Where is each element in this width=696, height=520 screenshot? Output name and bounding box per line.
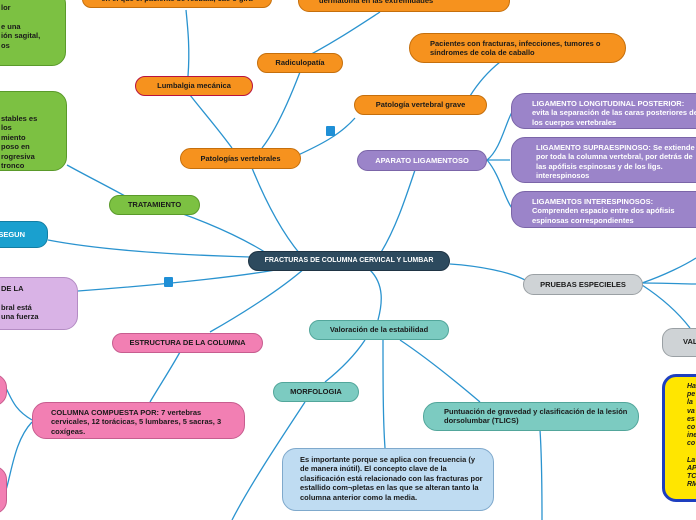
node-pruebas[interactable]: PRUEBAS ESPECIELES <box>523 274 643 295</box>
node-segun[interactable]: SEGUN <box>0 221 48 248</box>
node-lumbalgia[interactable]: Lumbalgia mecánica <box>135 76 253 96</box>
node-compuesta[interactable]: COLUMNA COMPUESTA POR: 7 vertebras cervi… <box>32 402 245 439</box>
link-marker-icon[interactable] <box>326 126 335 136</box>
node-yellow-partial[interactable]: Ha pe la va es co ine co La AP TC RM <box>662 374 696 502</box>
node-pacientes[interactable]: Pacientes con fracturas, infecciones, tu… <box>409 33 626 63</box>
node-estructura[interactable]: ESTRUCTURA DE LA COLUMNA <box>112 333 263 353</box>
node-green-mid-partial[interactable]: stables es los miento poso en rogresiva … <box>0 91 67 171</box>
node-valoracion[interactable]: Valoración de la estabilidad <box>309 320 449 340</box>
node-lilac-partial[interactable]: DE LA bral está una fuerza <box>0 277 78 330</box>
node-patologias[interactable]: Patologías vertebrales <box>180 148 301 169</box>
node-resbala[interactable]: en el que el paciente se resbala, cae o … <box>82 0 272 8</box>
node-patologia-grave[interactable]: Patología vertebral grave <box>354 95 487 115</box>
node-tratamiento[interactable]: TRATAMIENTO <box>109 195 200 215</box>
node-green-top-partial[interactable]: lor e una ión sagital, os <box>0 0 66 66</box>
node-morfologia[interactable]: MORFOLOGIA <box>273 382 359 402</box>
node-lig-interespinosos[interactable]: LIGAMENTOS INTERESPINOSOS: Comprenden es… <box>511 191 696 228</box>
node-radiculopatia[interactable]: Radiculopatía <box>257 53 343 73</box>
node-lig-longitudinal[interactable]: LIGAMENTO LONGITUDINAL POSTERIOR: evita … <box>511 93 696 129</box>
node-puntuacion[interactable]: Puntuación de gravedad y clasificación d… <box>423 402 639 431</box>
node-importante[interactable]: Es importante porque se aplica con frecu… <box>282 448 494 511</box>
node-lig-supraespinoso[interactable]: LIGAMENTO SUPRAESPINOSO: Se extiende por… <box>511 137 696 183</box>
link-marker-icon[interactable] <box>164 277 173 287</box>
central-topic[interactable]: FRACTURAS DE COLUMNA CERVICAL Y LUMBAR <box>248 251 450 271</box>
node-val-partial[interactable]: VAL CO <box>662 328 696 357</box>
node-dermatoma[interactable]: dermatoma en las extremidades <box>298 0 510 12</box>
node-aparato[interactable]: APARATO LIGAMENTOSO <box>357 150 487 171</box>
